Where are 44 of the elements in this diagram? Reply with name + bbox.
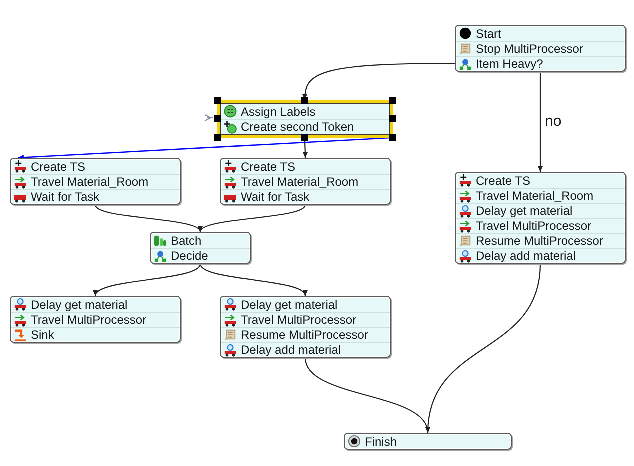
activity-label: Assign Labels (241, 104, 316, 118)
activity-label: Resume MultiProcessor (241, 328, 368, 342)
activity-label: Wait for Task (241, 190, 310, 204)
activity-label: Delay get material (476, 204, 573, 218)
activity-block (344, 433, 512, 450)
activity-label: Finish (365, 434, 398, 448)
activity-label: Batch (171, 234, 202, 248)
connector-arrow (95, 204, 201, 232)
connector-arrow (18, 137, 392, 160)
activity-label: Delay add material (241, 343, 342, 357)
connector-arrow (95, 264, 201, 296)
connector-arrow (302, 138, 308, 158)
activity-label: Travel MultiProcessor (31, 313, 147, 327)
activity-block (10, 296, 181, 343)
connector-arrow (200, 204, 306, 232)
activity-label: Sink (31, 328, 54, 342)
activity-label: Delay get material (31, 298, 128, 312)
activity-block (455, 172, 626, 264)
activity-label: Start (476, 26, 502, 40)
activity-label: Travel Material_Room (241, 175, 359, 189)
activity-label: Travel MultiProcessor (476, 219, 592, 233)
activity-label: Travel Material_Room (31, 175, 149, 189)
activity-label: Travel Material_Room (476, 189, 594, 203)
activity-block (220, 158, 391, 205)
activity-label: Item Heavy? (476, 57, 544, 71)
activity-label: Create TS (476, 174, 530, 188)
activity-label: Travel MultiProcessor (241, 313, 357, 327)
activity-label: Resume MultiProcessor (476, 234, 604, 248)
activity-label: Create TS (241, 160, 296, 174)
connector-arrow (538, 72, 544, 172)
selected-activity-block (217, 100, 393, 138)
activity-label: Stop MultiProcessor (476, 42, 584, 56)
activity-block (10, 158, 181, 205)
activity-label: Delay get material (241, 298, 338, 312)
activity-block (455, 25, 626, 72)
activity-label: Decide (171, 249, 208, 263)
activity-block (150, 232, 251, 264)
connector-arrow (426, 264, 542, 434)
activity-label: Delay add material (476, 249, 576, 263)
activity-label: Create TS (31, 160, 86, 174)
activity-block (220, 296, 391, 358)
activity-label: Wait for Task (31, 190, 100, 204)
activity-label: Create second Token (241, 120, 354, 134)
connector-arrow (200, 264, 306, 296)
